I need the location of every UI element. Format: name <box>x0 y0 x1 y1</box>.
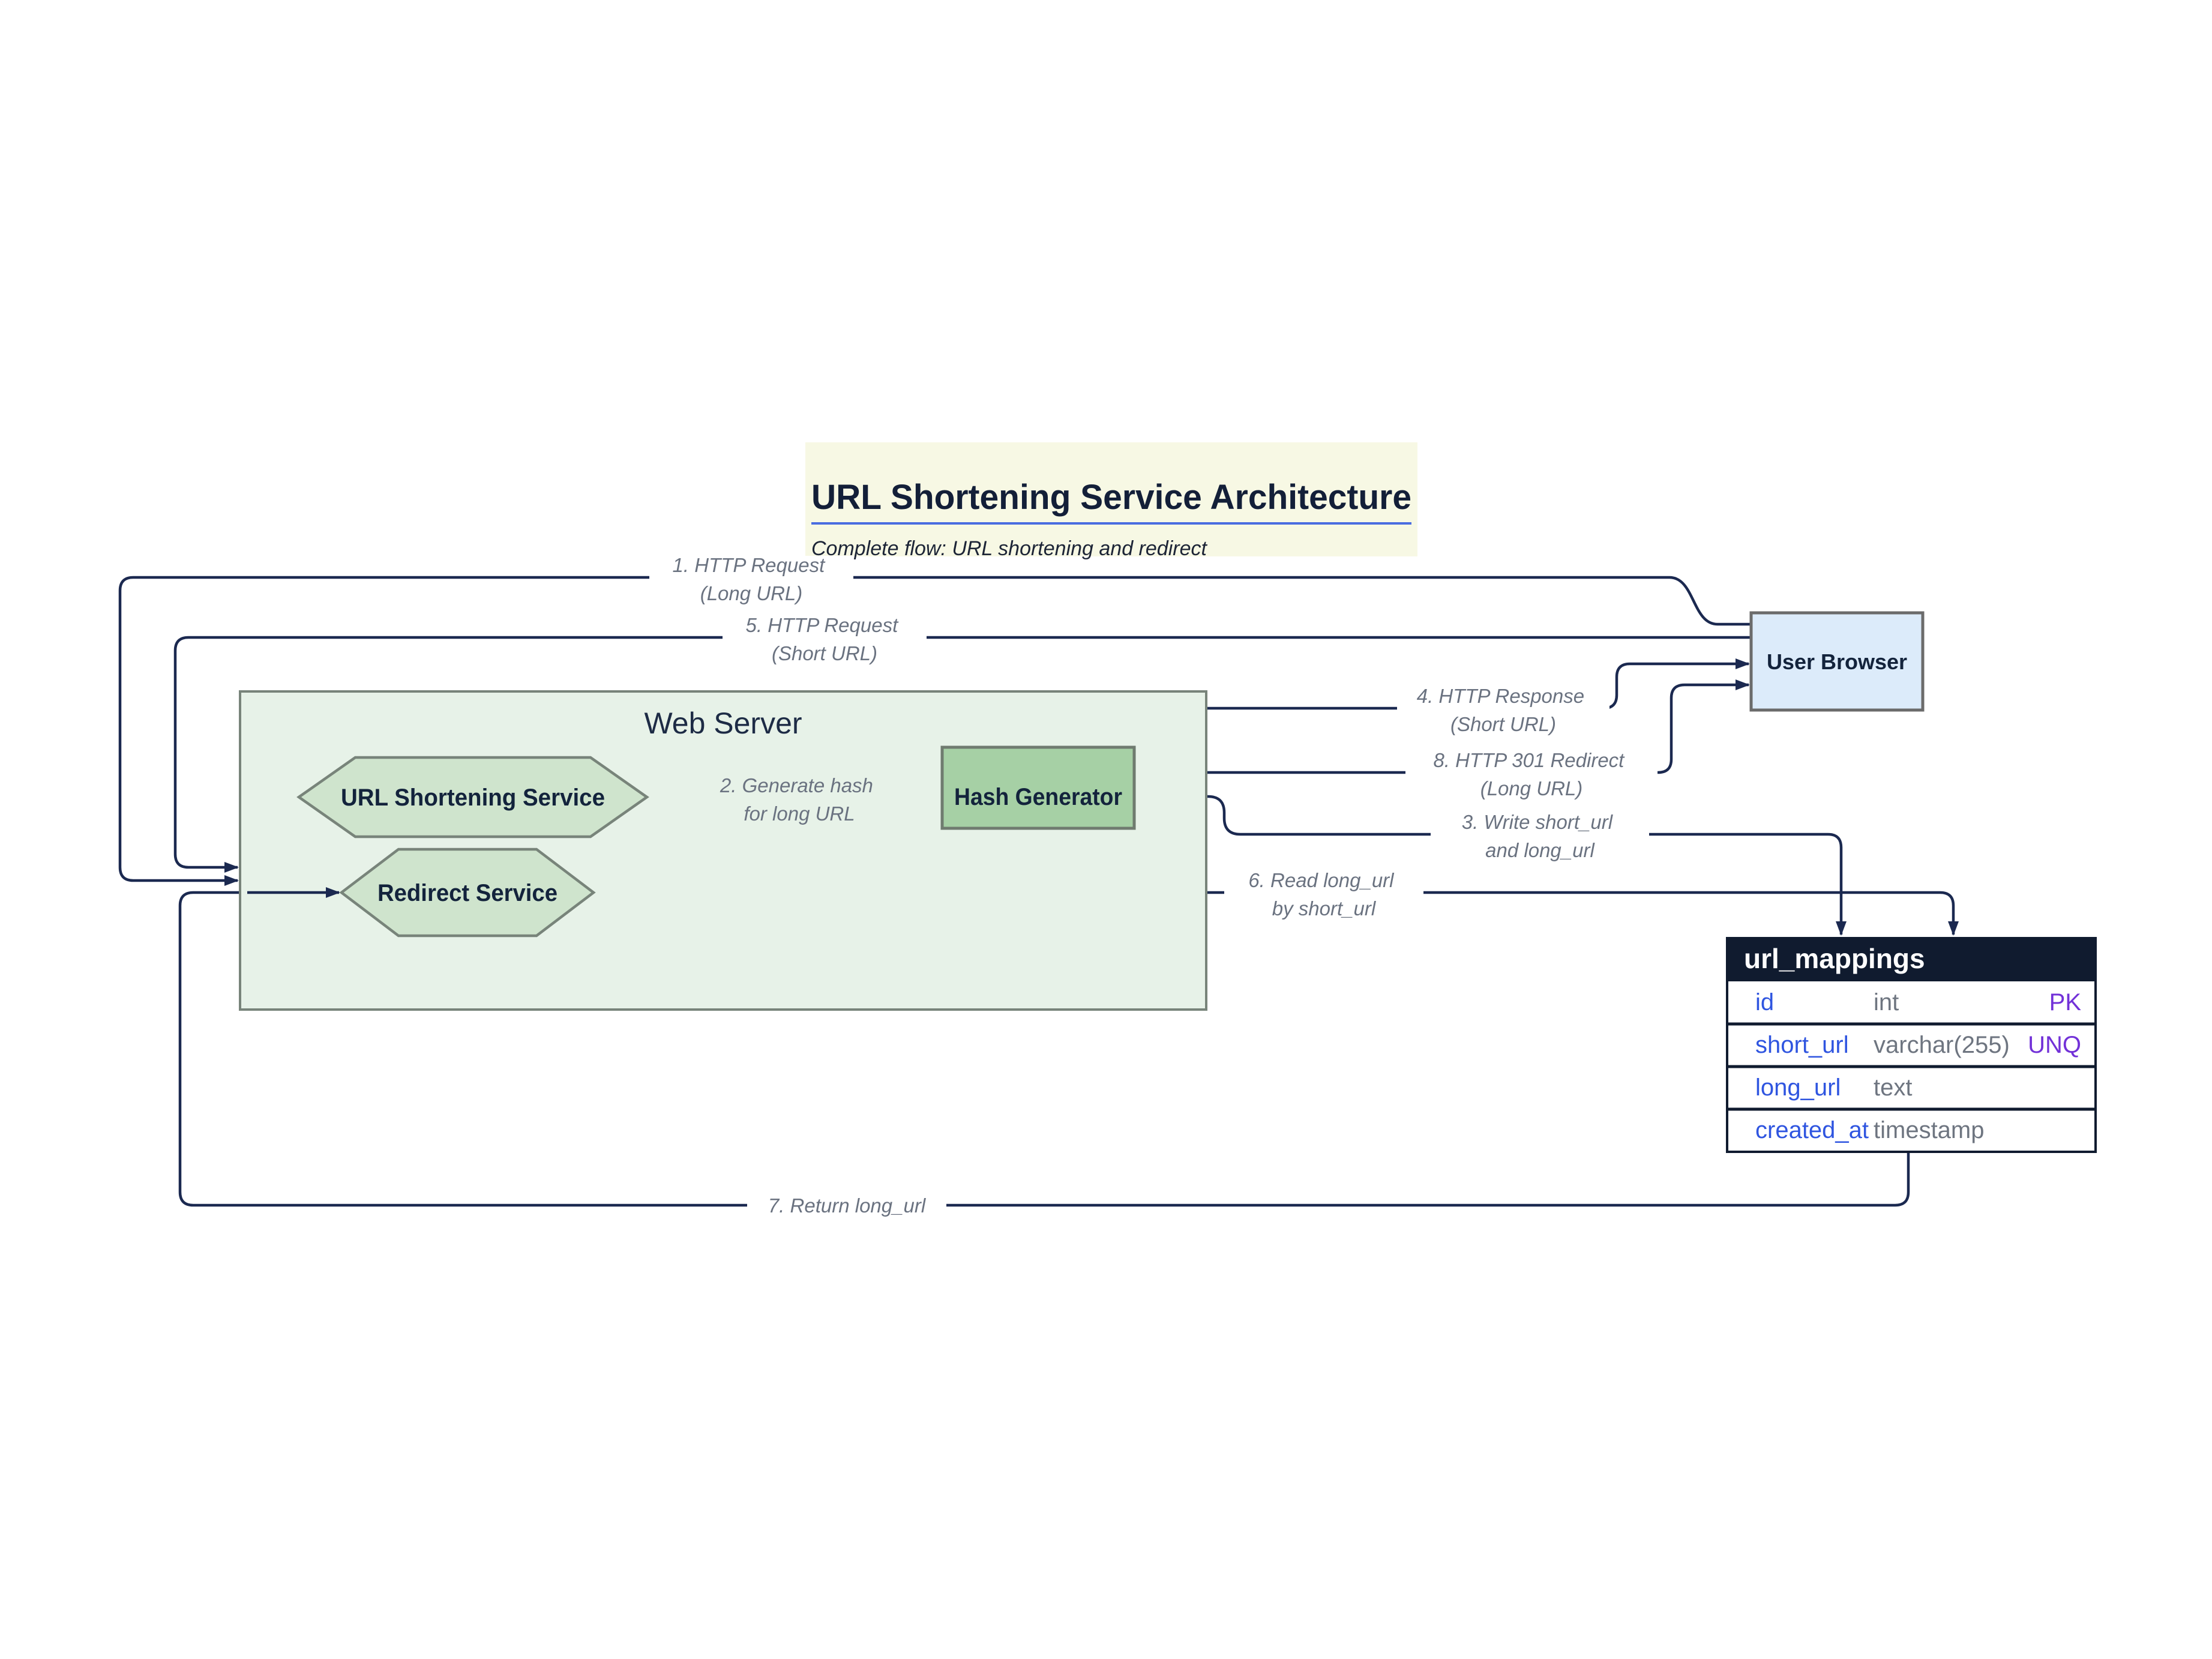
edge-http-request-long-url <box>118 576 1751 886</box>
table-row: long_url text <box>1755 1074 1912 1101</box>
column-type: timestamp <box>1874 1117 1985 1143</box>
edge-label-4: 4. HTTP Response (Short URL) <box>1417 685 1590 735</box>
edge-read-long-url <box>594 891 1959 936</box>
column-key: PK <box>2049 989 2082 1016</box>
edge-label-4-bg <box>1397 687 1609 737</box>
edge-label-3-bg <box>1431 813 1649 863</box>
column-type: text <box>1874 1074 1912 1101</box>
edge-label-1-bg <box>649 556 853 606</box>
edge-http-request-short-url <box>173 636 1751 873</box>
web-server-cluster: Web Server <box>239 690 1207 1011</box>
redirect-service-label: Redirect Service <box>377 880 558 906</box>
column-name: id <box>1755 989 1774 1016</box>
edge-label-8: 8. HTTP 301 Redirect (Long URL) <box>1433 749 1629 799</box>
diagram-title-block: URL Shortening Service Architecture Comp… <box>805 442 1417 560</box>
column-name: short_url <box>1755 1032 1849 1058</box>
edge-write-short-long-url <box>1134 795 1847 936</box>
edge-label-5: 5. HTTP Request (Short URL) <box>746 614 904 664</box>
url-mappings-table: url_mappings id int PK short_url varchar… <box>1726 937 2097 1153</box>
diagram-edges <box>118 576 1959 1207</box>
table-row: id int PK <box>1755 989 2081 1016</box>
node-user-browser: User Browser <box>1749 611 1925 712</box>
column-name: long_url <box>1755 1074 1841 1101</box>
table-row: created_at timestamp <box>1755 1117 1985 1143</box>
node-url-shortening-service: URL Shortening Service <box>296 756 649 839</box>
edge-label-7-bg <box>747 1191 946 1221</box>
column-type: varchar(255) <box>1874 1032 2010 1058</box>
column-type: int <box>1874 989 1899 1016</box>
edge-label-5-bg <box>723 616 927 666</box>
edge-label-1: 1. HTTP Request (Long URL) <box>673 554 831 604</box>
edge-label-3: 3. Write short_url and long_url <box>1462 811 1618 861</box>
edge-label-7: 7. Return long_url <box>768 1194 927 1217</box>
user-browser-label: User Browser <box>1767 649 1907 674</box>
edge-label-6: 6. Read long_url by short_url <box>1248 869 1399 920</box>
edge-http-301-redirect <box>1206 679 1750 774</box>
page-title: URL Shortening Service Architecture <box>811 478 1411 517</box>
url-shortening-service-shape <box>296 756 649 839</box>
edge-labels: 1. HTTP Request (Long URL) 5. HTTP Reque… <box>649 554 1657 1221</box>
edge-label-2: 2. Generate hash for long URL <box>720 774 879 825</box>
table-title: url_mappings <box>1744 943 1925 974</box>
table-outline <box>1726 937 2097 1153</box>
edge-label-8-bg <box>1405 751 1657 801</box>
url-shortening-service-label: URL Shortening Service <box>341 784 605 811</box>
redirect-service-shape <box>339 848 596 938</box>
table-row: short_url varchar(255) UNQ <box>1755 1032 2081 1058</box>
table-header <box>1727 938 2096 981</box>
user-browser-shape <box>1749 611 1925 712</box>
edge-label-2-bg <box>699 776 900 826</box>
node-redirect-service: Redirect Service <box>339 848 596 938</box>
edge-label-6-bg <box>1224 871 1423 921</box>
edge-return-long-url <box>178 887 1910 1207</box>
node-hash-generator: Hash Generator <box>940 745 1136 830</box>
web-server-label: Web Server <box>644 706 802 740</box>
title-background <box>805 442 1417 556</box>
column-name: created_at <box>1755 1117 1869 1143</box>
column-key: UNQ <box>2028 1032 2081 1058</box>
hash-generator-label: Hash Generator <box>954 784 1122 810</box>
hash-generator-shape <box>940 745 1136 830</box>
page-subtitle: Complete flow: URL shortening and redire… <box>811 537 1207 560</box>
